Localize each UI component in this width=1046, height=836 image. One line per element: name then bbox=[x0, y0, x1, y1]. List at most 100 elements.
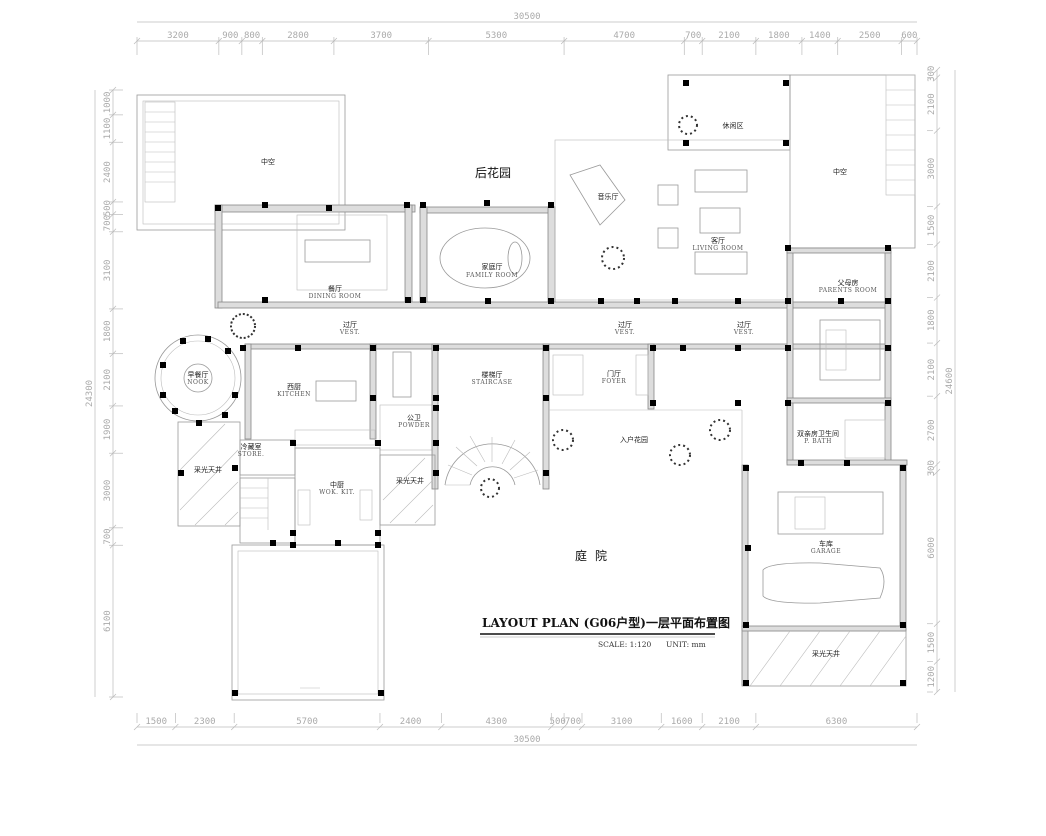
plant-icons bbox=[230, 115, 731, 498]
column-marker bbox=[543, 470, 549, 476]
column-marker bbox=[900, 680, 906, 686]
column-marker bbox=[433, 345, 439, 351]
label-living-en: LIVING ROOM bbox=[692, 245, 743, 252]
column-marker bbox=[433, 440, 439, 446]
label-store: 冷藏室 bbox=[241, 442, 262, 451]
column-marker bbox=[785, 245, 791, 251]
dimension-label: 2100 bbox=[103, 369, 113, 391]
dimension-label: 1500 bbox=[145, 717, 167, 727]
column-marker bbox=[683, 140, 689, 146]
column-marker bbox=[598, 298, 604, 304]
dimension-label: 700 bbox=[685, 31, 701, 41]
column-marker bbox=[262, 202, 268, 208]
dimension-label: 1900 bbox=[103, 419, 113, 441]
label-back-garden: 后花园 bbox=[475, 165, 511, 180]
label-kitchen: 西厨 bbox=[287, 383, 301, 391]
dimension-label: 2500 bbox=[859, 31, 881, 41]
hatch-light-well-2 bbox=[382, 457, 434, 524]
label-void-left: 中空 bbox=[261, 157, 275, 166]
room-labels: 中空 中空 后花园 休闲区 音乐厅 客厅 LIVING ROOM 家庭厅 FAM… bbox=[187, 121, 877, 658]
dimension-total: 30500 bbox=[513, 735, 540, 745]
column-marker bbox=[375, 440, 381, 446]
label-leisure: 休闲区 bbox=[723, 121, 744, 130]
dimension-label: 3100 bbox=[103, 260, 113, 282]
plant-icon bbox=[480, 478, 500, 498]
dimension-label: 1800 bbox=[768, 31, 790, 41]
label-p-bath: 双亲房卫生间 bbox=[797, 429, 839, 438]
column-marker bbox=[433, 395, 439, 401]
dimension-label: 3700 bbox=[370, 31, 392, 41]
label-vest-3-en: VEST. bbox=[733, 329, 754, 336]
column-marker bbox=[634, 298, 640, 304]
label-vest-3: 过厅 bbox=[737, 320, 751, 329]
label-store-en: STORE. bbox=[238, 451, 265, 458]
label-dining: 餐厅 bbox=[328, 284, 342, 293]
title-block: LAYOUT PLAN (G06户型)一层平面布置图 SCALE: 1:120 … bbox=[480, 615, 730, 649]
label-vest-2: 过厅 bbox=[618, 320, 632, 329]
column-marker bbox=[160, 362, 166, 368]
dimension-label: 2100 bbox=[927, 359, 937, 381]
column-marker bbox=[838, 298, 844, 304]
structural-columns bbox=[160, 80, 906, 696]
column-marker bbox=[270, 540, 276, 546]
label-vest-1: 过厅 bbox=[343, 320, 357, 329]
column-marker bbox=[405, 297, 411, 303]
column-marker bbox=[743, 680, 749, 686]
label-family-en: FAMILY ROOM bbox=[466, 272, 518, 279]
dimension-label: 700 bbox=[103, 215, 113, 231]
column-marker bbox=[232, 392, 238, 398]
column-marker bbox=[420, 297, 426, 303]
column-marker bbox=[683, 80, 689, 86]
column-marker bbox=[672, 298, 678, 304]
dimension-label: 2300 bbox=[194, 717, 216, 727]
hatch-light-well-1 bbox=[179, 423, 239, 526]
column-marker bbox=[240, 345, 246, 351]
dimension-label: 1000 bbox=[103, 92, 113, 114]
column-marker bbox=[225, 348, 231, 354]
column-marker bbox=[485, 298, 491, 304]
label-nook-en: NOOK bbox=[187, 379, 209, 386]
hatch-light-well-3 bbox=[749, 630, 907, 687]
column-marker bbox=[650, 400, 656, 406]
column-marker bbox=[178, 470, 184, 476]
column-marker bbox=[180, 338, 186, 344]
dimension-label: 6300 bbox=[826, 717, 848, 727]
column-marker bbox=[205, 336, 211, 342]
label-powder: 公卫 bbox=[407, 414, 421, 422]
dimension-label: 700 bbox=[103, 528, 113, 544]
column-marker bbox=[885, 400, 891, 406]
column-marker bbox=[295, 345, 301, 351]
column-marker bbox=[548, 298, 554, 304]
dimension-label: 1400 bbox=[809, 31, 831, 41]
column-marker bbox=[650, 345, 656, 351]
column-marker bbox=[196, 420, 202, 426]
dimension-label: 3000 bbox=[103, 480, 113, 502]
label-powder-en: POWDER bbox=[398, 422, 430, 429]
dimension-label: 500 bbox=[550, 717, 566, 727]
label-living: 客厅 bbox=[711, 236, 725, 245]
plant-icon bbox=[669, 444, 691, 466]
dimension-label: 2400 bbox=[103, 161, 113, 183]
dimension-label: 2700 bbox=[927, 419, 937, 441]
label-courtyard: 庭院 bbox=[575, 548, 615, 563]
dimension-label: 6100 bbox=[103, 610, 113, 632]
label-vest-2-en: VEST. bbox=[614, 329, 635, 336]
column-marker bbox=[743, 622, 749, 628]
column-marker bbox=[290, 440, 296, 446]
dimension-label: 2100 bbox=[927, 93, 937, 115]
column-marker bbox=[885, 245, 891, 251]
dimension-label: 2100 bbox=[718, 31, 740, 41]
plant-icon bbox=[552, 429, 574, 451]
label-kitchen-en: KITCHEN bbox=[277, 391, 311, 398]
plan-title: LAYOUT PLAN (G06户型)一层平面布置图 bbox=[482, 615, 730, 630]
column-marker bbox=[370, 395, 376, 401]
dimension-label: 300 bbox=[927, 460, 937, 476]
column-marker bbox=[326, 205, 332, 211]
column-marker bbox=[160, 392, 166, 398]
column-marker bbox=[172, 408, 178, 414]
column-marker bbox=[785, 345, 791, 351]
dimension-label: 1100 bbox=[103, 118, 113, 140]
dimension-label: 4300 bbox=[485, 717, 507, 727]
column-marker bbox=[785, 298, 791, 304]
dimension-total: 24300 bbox=[85, 380, 95, 407]
